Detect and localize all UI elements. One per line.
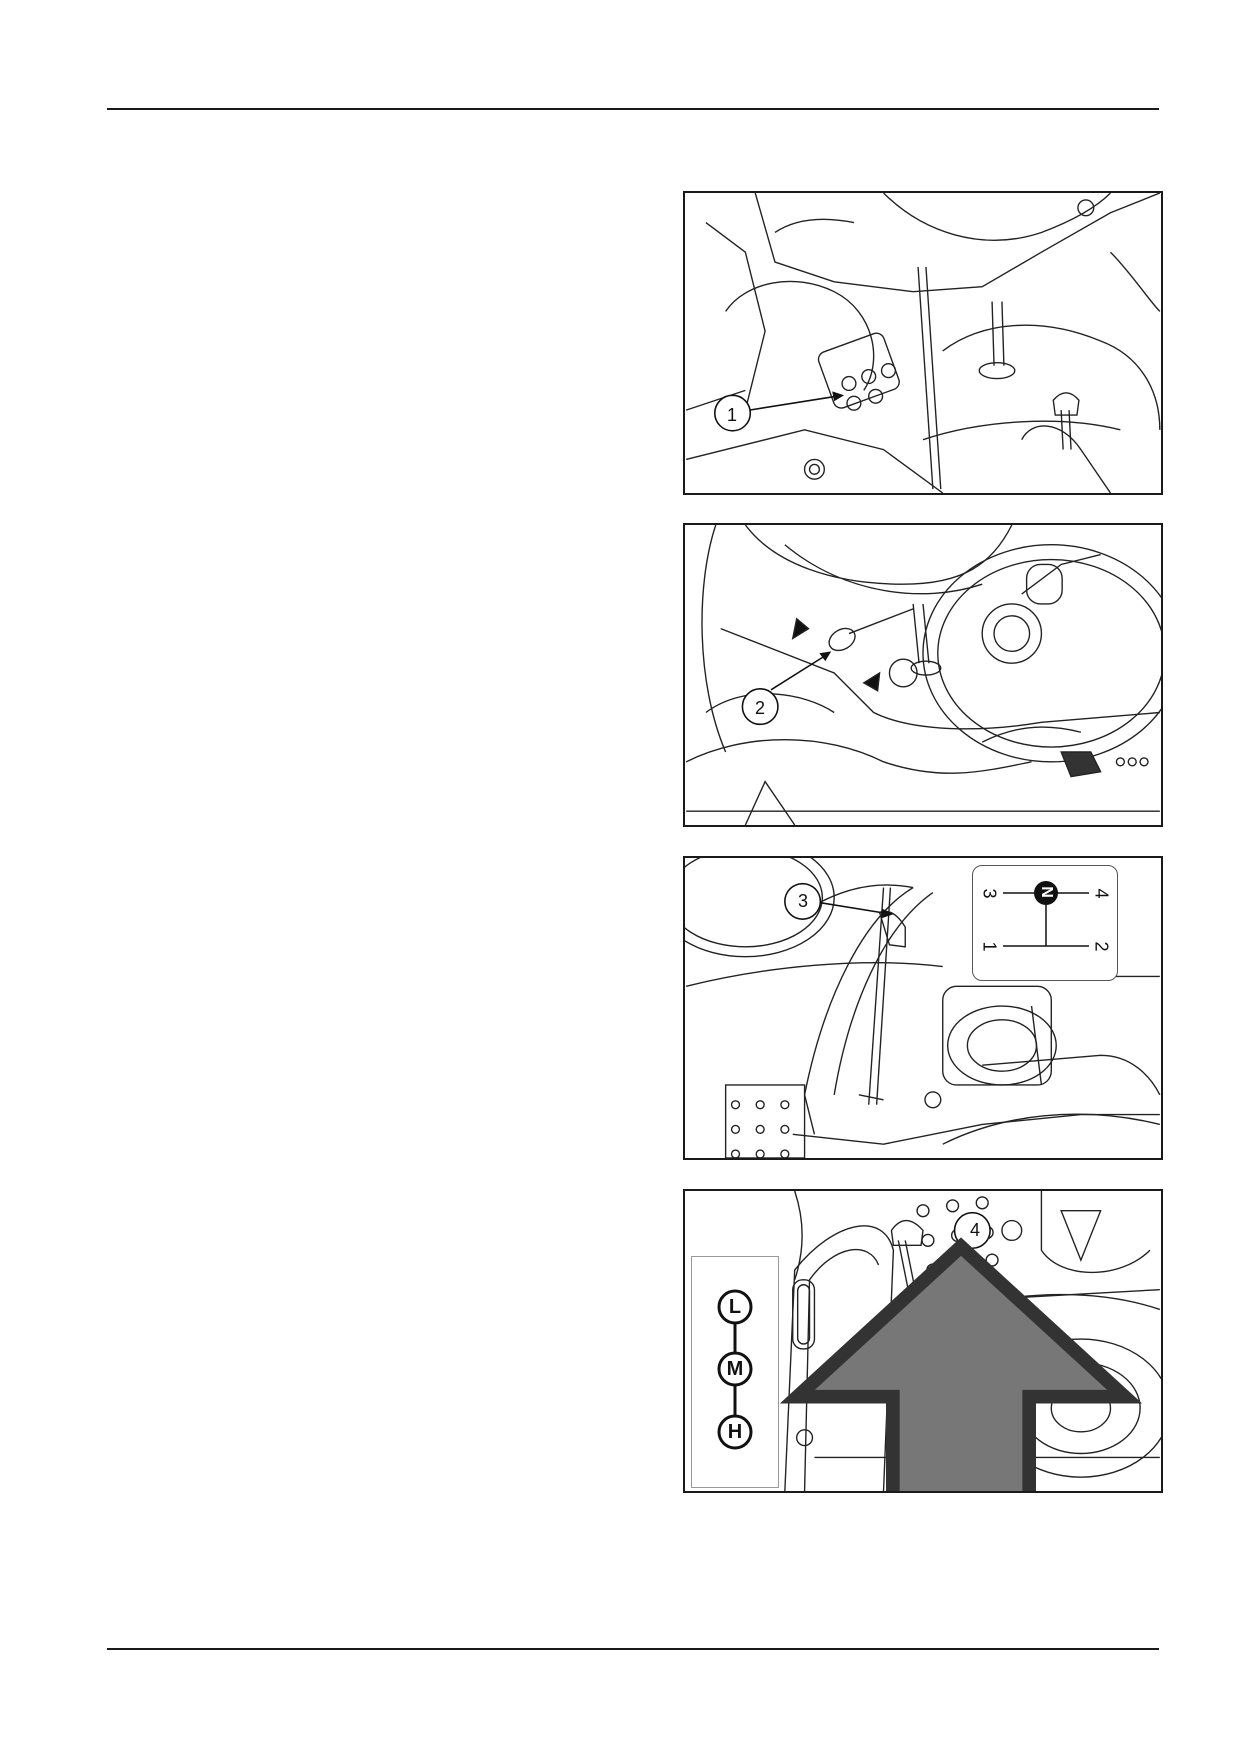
range-selector-panel: L M H	[691, 1256, 779, 1488]
gear-2-label: 2	[1091, 941, 1112, 952]
range-m-label: M	[726, 1358, 744, 1380]
gear-1-label: 1	[979, 941, 1000, 952]
figure-2-callout	[741, 651, 832, 726]
figure-1-drawing	[685, 193, 1161, 493]
shift-pattern-panel: 3 N 4 1 2	[972, 865, 1118, 981]
figure-3-callout	[784, 882, 894, 920]
figure-4: 4 L M H	[683, 1189, 1163, 1493]
callout-1-label: 1	[726, 405, 737, 425]
figure-3: 3 3 N 4 1 2	[683, 856, 1163, 1160]
figure-2: 2	[683, 523, 1163, 827]
neutral-label: N	[1038, 886, 1055, 898]
callout-3-label: 3	[797, 891, 808, 911]
callout-4-label: 4	[969, 1220, 980, 1240]
range-h-label: H	[727, 1421, 743, 1443]
gear-3-label: 3	[979, 888, 1000, 899]
figure-1: 1	[683, 191, 1163, 495]
bottom-rule	[107, 1648, 1159, 1650]
callout-2-label: 2	[754, 698, 765, 718]
figure-2-drawing	[685, 525, 1161, 825]
shift-pattern-lines	[1003, 881, 1089, 947]
range-l-label: L	[728, 1296, 742, 1318]
range-selector-lines	[717, 1289, 753, 1450]
top-rule	[107, 108, 1159, 110]
figure-1-callout	[713, 391, 845, 432]
gear-4-label: 4	[1091, 888, 1112, 899]
arrow-up-icon	[779, 1237, 1143, 1491]
